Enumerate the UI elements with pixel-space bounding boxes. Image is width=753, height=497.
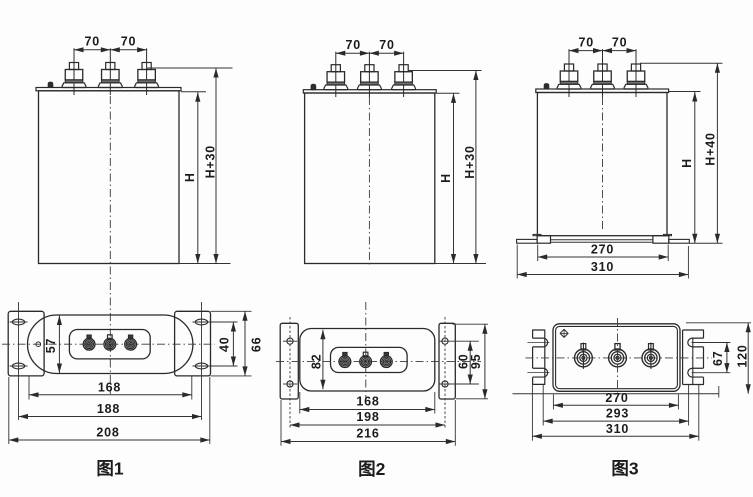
svg-text:67: 67 xyxy=(711,350,725,366)
svg-text:216: 216 xyxy=(356,427,379,441)
svg-text:70: 70 xyxy=(84,35,100,49)
svg-text:66: 66 xyxy=(249,337,263,353)
svg-text:82: 82 xyxy=(310,354,324,370)
svg-text:270: 270 xyxy=(605,391,628,405)
svg-text:H: H xyxy=(680,158,694,168)
svg-text:图2: 图2 xyxy=(358,459,385,479)
svg-text:H: H xyxy=(183,172,197,182)
svg-text:57: 57 xyxy=(44,338,58,354)
svg-text:H+30: H+30 xyxy=(463,145,477,178)
svg-text:270: 270 xyxy=(591,242,614,256)
svg-text:70: 70 xyxy=(345,38,361,52)
svg-text:H+40: H+40 xyxy=(703,132,717,165)
svg-text:70: 70 xyxy=(578,35,594,49)
svg-text:图3: 图3 xyxy=(611,459,638,479)
svg-text:168: 168 xyxy=(98,380,121,394)
svg-text:293: 293 xyxy=(606,407,629,421)
svg-text:40: 40 xyxy=(217,337,231,353)
svg-text:H: H xyxy=(439,173,453,183)
svg-text:198: 198 xyxy=(356,410,379,424)
svg-text:95: 95 xyxy=(469,354,483,370)
svg-text:310: 310 xyxy=(591,260,614,274)
svg-text:60: 60 xyxy=(456,354,470,370)
svg-text:70: 70 xyxy=(379,38,395,52)
svg-text:70: 70 xyxy=(612,35,628,49)
svg-text:208: 208 xyxy=(96,425,119,439)
svg-text:70: 70 xyxy=(121,35,137,49)
svg-text:120: 120 xyxy=(735,344,749,367)
svg-text:310: 310 xyxy=(606,422,629,436)
svg-text:188: 188 xyxy=(97,402,120,416)
svg-text:图1: 图1 xyxy=(96,459,123,479)
svg-text:H+30: H+30 xyxy=(203,145,217,178)
svg-text:168: 168 xyxy=(356,395,379,409)
